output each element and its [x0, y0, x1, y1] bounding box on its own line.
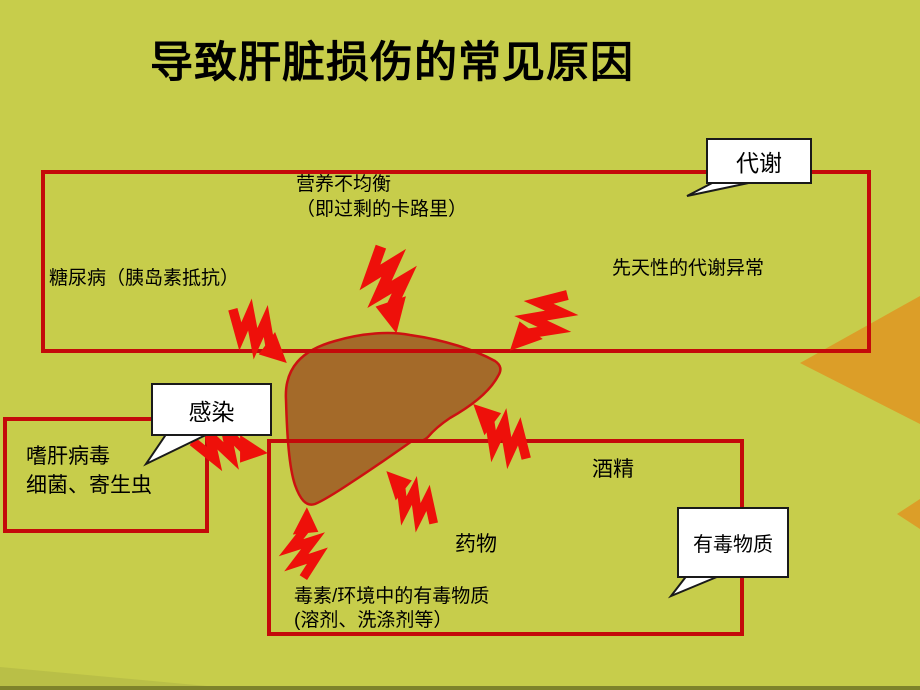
lightning-bolt-icon-nutrition — [359, 244, 417, 334]
infection-callout: 感染 — [151, 383, 272, 436]
lightning-bolt-icon-drugs — [386, 471, 438, 533]
nutrition-line1: 营养不均衡 — [296, 174, 392, 195]
bottom-edge-strip — [0, 686, 920, 690]
lightning-bolt-icon-diabetes — [228, 298, 287, 363]
metabolism-box — [41, 170, 871, 353]
infection-callout-label: 感染 — [188, 398, 235, 425]
orange-accent-wedge — [897, 499, 920, 529]
metabolism-callout-label: 代谢 — [736, 150, 782, 176]
nutrition-label: 营养不均衡 （即过剩的卡路里） — [296, 172, 467, 222]
alcohol-label: 酒精 — [592, 458, 634, 481]
infection-box — [3, 417, 209, 533]
toxic-callout: 有毒物质 — [677, 507, 789, 578]
toxic-callout-label: 有毒物质 — [693, 534, 773, 556]
infection-agents-line2: 细菌、寄生虫 — [26, 474, 152, 497]
liver-icon — [284, 331, 502, 506]
nutrition-line2: （即过剩的卡路里） — [296, 199, 468, 220]
drugs-label: 药物 — [455, 533, 497, 556]
lightning-bolt-icon-congenital — [509, 290, 579, 351]
toxins-line1: 毒素/环境中的有毒物质 — [294, 586, 490, 607]
lightning-bolt-icon-alcohol — [473, 404, 531, 470]
orange-accent-triangle — [800, 296, 920, 424]
lightning-bolt-icon-toxins — [278, 507, 328, 581]
infection-agents-line1: 嗜肝病毒 — [26, 445, 110, 468]
slide-title: 导致肝脏损伤的常见原因 — [150, 39, 634, 87]
metabolism-callout: 代谢 — [706, 138, 812, 184]
congenital-label: 先天性的代谢异常 — [612, 258, 765, 279]
infection-agents-label: 嗜肝病毒 细菌、寄生虫 — [26, 442, 152, 500]
toxins-label: 毒素/环境中的有毒物质 (溶剂、洗涤剂等） — [294, 585, 489, 633]
toxins-line2: (溶剂、洗涤剂等） — [294, 610, 453, 631]
diabetes-label: 糖尿病（胰岛素抵抗） — [49, 268, 240, 289]
bottom-left-band — [0, 667, 250, 690]
